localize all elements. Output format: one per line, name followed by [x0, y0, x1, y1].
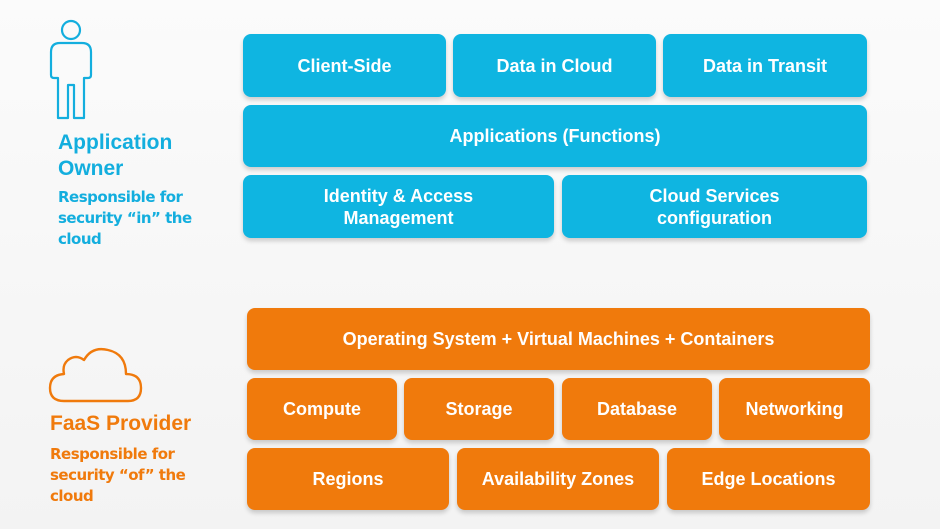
person-icon [49, 19, 93, 120]
provider-desc-line2: security “of” the [50, 466, 186, 484]
layer-cloud-services-line2: configuration [657, 207, 772, 228]
layer-edge-locations: Edge Locations [667, 448, 870, 510]
provider-desc-line1: Responsible for [50, 445, 175, 463]
layer-iam-line2: Management [343, 207, 454, 228]
layer-data-in-transit: Data in Transit [663, 34, 867, 97]
owner-title-line1: Application [58, 131, 173, 154]
layer-data-in-cloud: Data in Cloud [453, 34, 656, 97]
layer-regions: Regions [247, 448, 449, 510]
provider-desc-line3: cloud [50, 487, 94, 505]
layer-storage: Storage [404, 378, 554, 440]
layer-iam-line1: Identity & Access [323, 185, 474, 206]
owner-desc-line1: Responsible for [58, 188, 183, 206]
cloud-icon [48, 347, 143, 403]
layer-cloud-services-line1: Cloud Services [649, 185, 780, 206]
owner-desc-line2: security “in” the [58, 209, 192, 227]
layer-networking: Networking [719, 378, 870, 440]
layer-compute: Compute [247, 378, 397, 440]
layer-cloud-services-configuration: Cloud Services configuration [562, 175, 867, 238]
owner-desc-line3: cloud [58, 230, 102, 248]
layer-database: Database [562, 378, 712, 440]
provider-title: FaaS Provider [50, 412, 192, 435]
layer-os-vm-containers: Operating System + Virtual Machines + Co… [247, 308, 870, 370]
layer-availability-zones: Availability Zones [457, 448, 659, 510]
layer-identity-access-management: Identity & Access Management [243, 175, 554, 238]
owner-title-line2: Owner [58, 157, 124, 180]
layer-client-side: Client-Side [243, 34, 446, 97]
layer-applications: Applications (Functions) [243, 105, 867, 167]
